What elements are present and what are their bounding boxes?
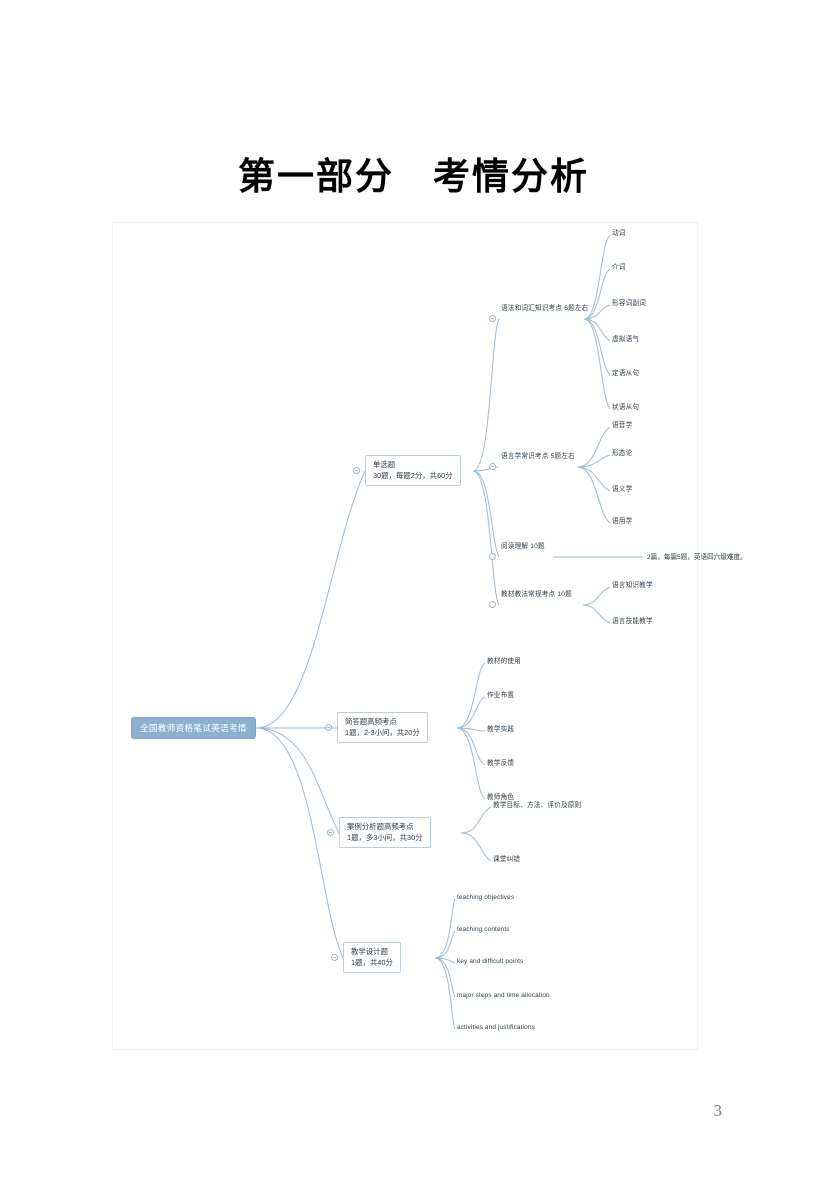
branch-short-answer-line2: 1题，2-3小问，共20分 [345, 727, 420, 737]
connector-td-leaf-2 [434, 930, 456, 959]
branch-node-teaching-design[interactable]: 教学设计题 1题，共40分 [343, 942, 401, 974]
connector-sa-leaf-5 [456, 727, 486, 800]
connector-sa-leaf-3 [456, 727, 486, 732]
collapse-handle-textbook-method[interactable] [489, 601, 496, 608]
connector-ca-leaf-1 [460, 806, 492, 834]
sub-textbook-line1: 教材教法常规考点 [501, 591, 556, 598]
root-node[interactable]: 全国教师资格笔试英语考情 [131, 717, 256, 740]
page-number: 3 [713, 1101, 723, 1120]
connector-linguistics-leaf-3 [576, 466, 611, 492]
leaf-grammar-6[interactable]: 状语从句 [612, 404, 640, 411]
branch-node-single-choice[interactable]: 单选题 30题，每题2分，共60分 [365, 455, 461, 487]
collapse-handle-reading[interactable] [489, 553, 496, 560]
leaf-linguistics-2[interactable]: 形态论 [612, 450, 633, 457]
leaf-grammar-5[interactable]: 定语从句 [612, 370, 640, 377]
connector-sc-to-grammar [472, 318, 500, 472]
collapse-handle-single-choice[interactable] [353, 467, 360, 474]
leaf-linguistics-4[interactable]: 语用学 [612, 518, 633, 525]
connector-linguistics-leaf-1 [576, 426, 611, 468]
sub-branch-grammar-vocab[interactable]: 语法和词汇知识考点 6题左右 [501, 305, 588, 314]
branch-case-analysis-line1: 案例分析题高频考点 [347, 822, 414, 831]
mindmap-connectors [255, 234, 643, 1030]
mindmap-canvas: 全国教师资格笔试英语考情 单选题 30题，每题2分，共60分 语法和词汇知识考点… [112, 222, 747, 1050]
sub-grammar-vocab-line2: 6题左右 [564, 305, 589, 312]
connector-linguistics-leaf-2 [576, 454, 611, 468]
leaf-linguistics-3[interactable]: 语义学 [612, 486, 633, 493]
leaf-textbook-2[interactable]: 语言技能教学 [612, 618, 653, 625]
connector-grammar-leaf-3 [583, 304, 611, 320]
sub-grammar-vocab-line1: 语法和词汇知识考点 [501, 305, 563, 312]
collapse-handle-linguistics[interactable] [489, 463, 496, 470]
leaf-short-answer-3[interactable]: 教学实践 [487, 726, 515, 733]
note-reading-detail: 2篇，每篇5题，英语四六级难度。 [647, 554, 747, 561]
connector-grammar-leaf-2 [583, 268, 611, 320]
connector-textbook-leaf-1 [582, 586, 611, 606]
branch-single-choice-line2: 30题，每题2分，共60分 [373, 470, 453, 480]
leaf-teaching-design-3[interactable]: key and difficult points [457, 958, 524, 965]
leaf-textbook-1[interactable]: 语言知识教学 [612, 582, 653, 589]
leaf-grammar-4[interactable]: 虚拟语气 [612, 336, 640, 343]
leaf-case-analysis-2[interactable]: 课堂纠错 [493, 856, 521, 863]
connector-sc-to-textbook [472, 470, 500, 606]
connector-sa-leaf-1 [456, 662, 486, 729]
collapse-handle-teaching-design[interactable] [331, 954, 338, 961]
sub-branch-linguistics[interactable]: 语言学常识考点 5题左右 [501, 453, 575, 462]
branch-node-short-answer[interactable]: 简答题高频考点 1题，2-3小问，共20分 [337, 712, 428, 744]
connector-sc-to-reading [472, 470, 500, 558]
leaf-teaching-design-4[interactable]: major steps and time allocation [457, 992, 550, 999]
leaf-linguistics-1[interactable]: 语音学 [612, 422, 633, 429]
connector-grammar-leaf-6 [583, 318, 611, 410]
sub-reading-line1: 阅读理解 [501, 543, 529, 550]
collapse-handle-short-answer[interactable] [325, 724, 332, 731]
leaf-grammar-2[interactable]: 介词 [612, 264, 626, 271]
collapse-handle-grammar-vocab[interactable] [489, 315, 496, 322]
leaf-short-answer-1[interactable]: 教材的使用 [487, 658, 521, 665]
connector-sa-leaf-2 [456, 696, 486, 729]
page-title: 第一部分 考情分析 [238, 155, 589, 198]
connector-linguistics-leaf-4 [576, 466, 611, 524]
connector-ca-leaf-2 [460, 832, 492, 862]
leaf-teaching-design-2[interactable]: teaching contents [457, 926, 510, 933]
connector-sa-leaf-4 [456, 727, 486, 766]
branch-short-answer-line1: 简答题高频考点 [345, 717, 397, 726]
sub-branch-reading[interactable]: 阅读理解 10题 [501, 543, 545, 552]
branch-teaching-design-line1: 教学设计题 [351, 947, 388, 956]
connector-td-leaf-1 [434, 898, 456, 959]
branch-teaching-design-line2: 1题，共40分 [351, 957, 393, 967]
branch-case-analysis-line2: 1题，多3小问，共30分 [347, 832, 423, 842]
collapse-handle-case-analysis[interactable] [327, 829, 334, 836]
leaf-short-answer-4[interactable]: 教学反馈 [487, 760, 515, 767]
leaf-grammar-3[interactable]: 形容词副词 [612, 300, 646, 307]
leaf-short-answer-2[interactable]: 作业布置 [487, 692, 515, 699]
sub-branch-textbook-method[interactable]: 教材教法常规考点 10题 [501, 591, 572, 600]
branch-single-choice-line1: 单选题 [373, 460, 396, 469]
connector-root-to-case-analysis [255, 727, 340, 834]
connector-grammar-leaf-1 [583, 234, 611, 320]
branch-node-case-analysis[interactable]: 案例分析题高频考点 1题，多3小问，共30分 [339, 817, 431, 849]
connector-grammar-leaf-4 [583, 318, 611, 342]
leaf-grammar-1[interactable]: 动词 [612, 230, 626, 237]
connector-root-to-teaching-design [255, 727, 344, 959]
connector-td-leaf-5 [434, 957, 456, 1030]
sub-textbook-line2: 10题 [557, 591, 572, 598]
sub-linguistics-line2: 5题左右 [550, 453, 575, 460]
connector-textbook-leaf-2 [582, 604, 611, 624]
leaf-case-analysis-1[interactable]: 教学目标、方法、评价及原则 [493, 802, 582, 809]
connector-root-to-single-choice [255, 470, 366, 729]
sub-reading-line2: 10题 [530, 543, 545, 550]
root-node-label: 全国教师资格笔试英语考情 [140, 723, 247, 733]
connector-td-leaf-4 [434, 957, 456, 998]
leaf-short-answer-5[interactable]: 教师角色 [487, 794, 515, 801]
sub-linguistics-line1: 语言学常识考点 [501, 453, 549, 460]
leaf-teaching-design-5[interactable]: activities and justifications [457, 1024, 535, 1031]
leaf-teaching-design-1[interactable]: teaching objectives [457, 894, 515, 901]
